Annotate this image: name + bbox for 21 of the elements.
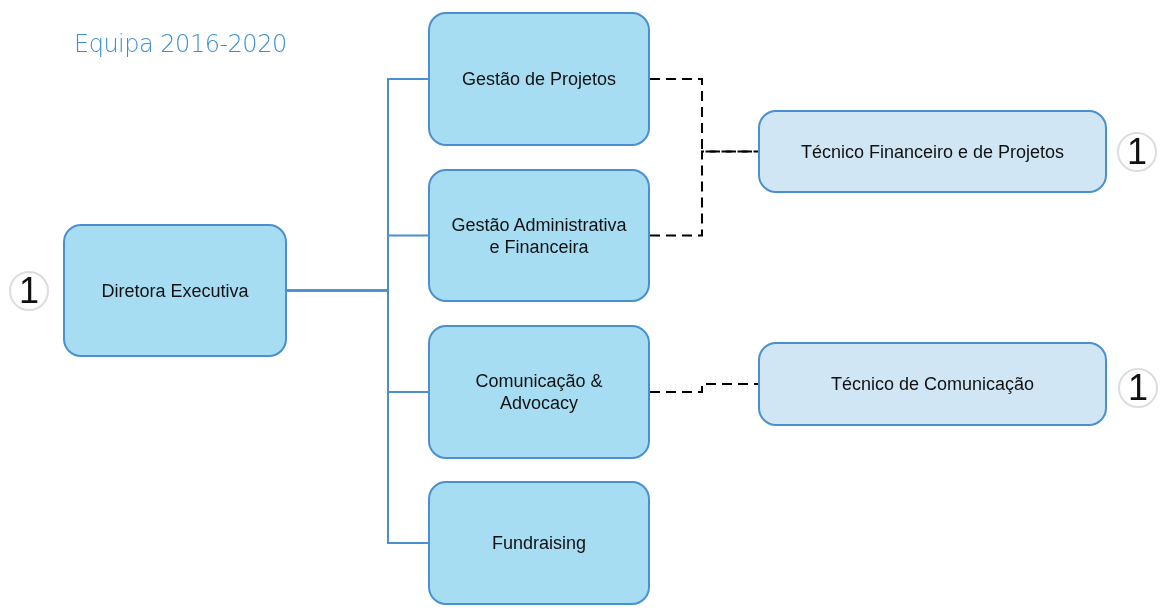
org-box bbox=[428, 169, 650, 302]
role-label: Técnico de Comunicação bbox=[830, 374, 1035, 394]
count-badge: 1 bbox=[9, 271, 49, 311]
diagram-title: Equipa 2016-2020 bbox=[74, 30, 287, 58]
connector-line bbox=[649, 383, 759, 393]
org-box bbox=[428, 481, 650, 605]
connector-line bbox=[286, 289, 429, 544]
org-box bbox=[758, 110, 1107, 193]
role-label: Comunicação & Advocacy bbox=[475, 371, 603, 413]
org-box bbox=[428, 325, 650, 459]
count-badge: 1 bbox=[1117, 132, 1157, 172]
role-label: Fundraising bbox=[491, 533, 587, 553]
role-label: Gestão Administrativa e Financeira bbox=[451, 214, 627, 257]
count-badge: 1 bbox=[1118, 368, 1158, 408]
role-label: Gestão de Projetos bbox=[461, 69, 617, 89]
connector-line bbox=[649, 78, 759, 153]
role-label: Diretora Executiva bbox=[101, 280, 249, 301]
org-box bbox=[428, 12, 650, 146]
org-box bbox=[63, 224, 287, 357]
org-box bbox=[758, 342, 1107, 426]
role-label: Técnico Financeiro e de Projetos bbox=[800, 141, 1065, 162]
